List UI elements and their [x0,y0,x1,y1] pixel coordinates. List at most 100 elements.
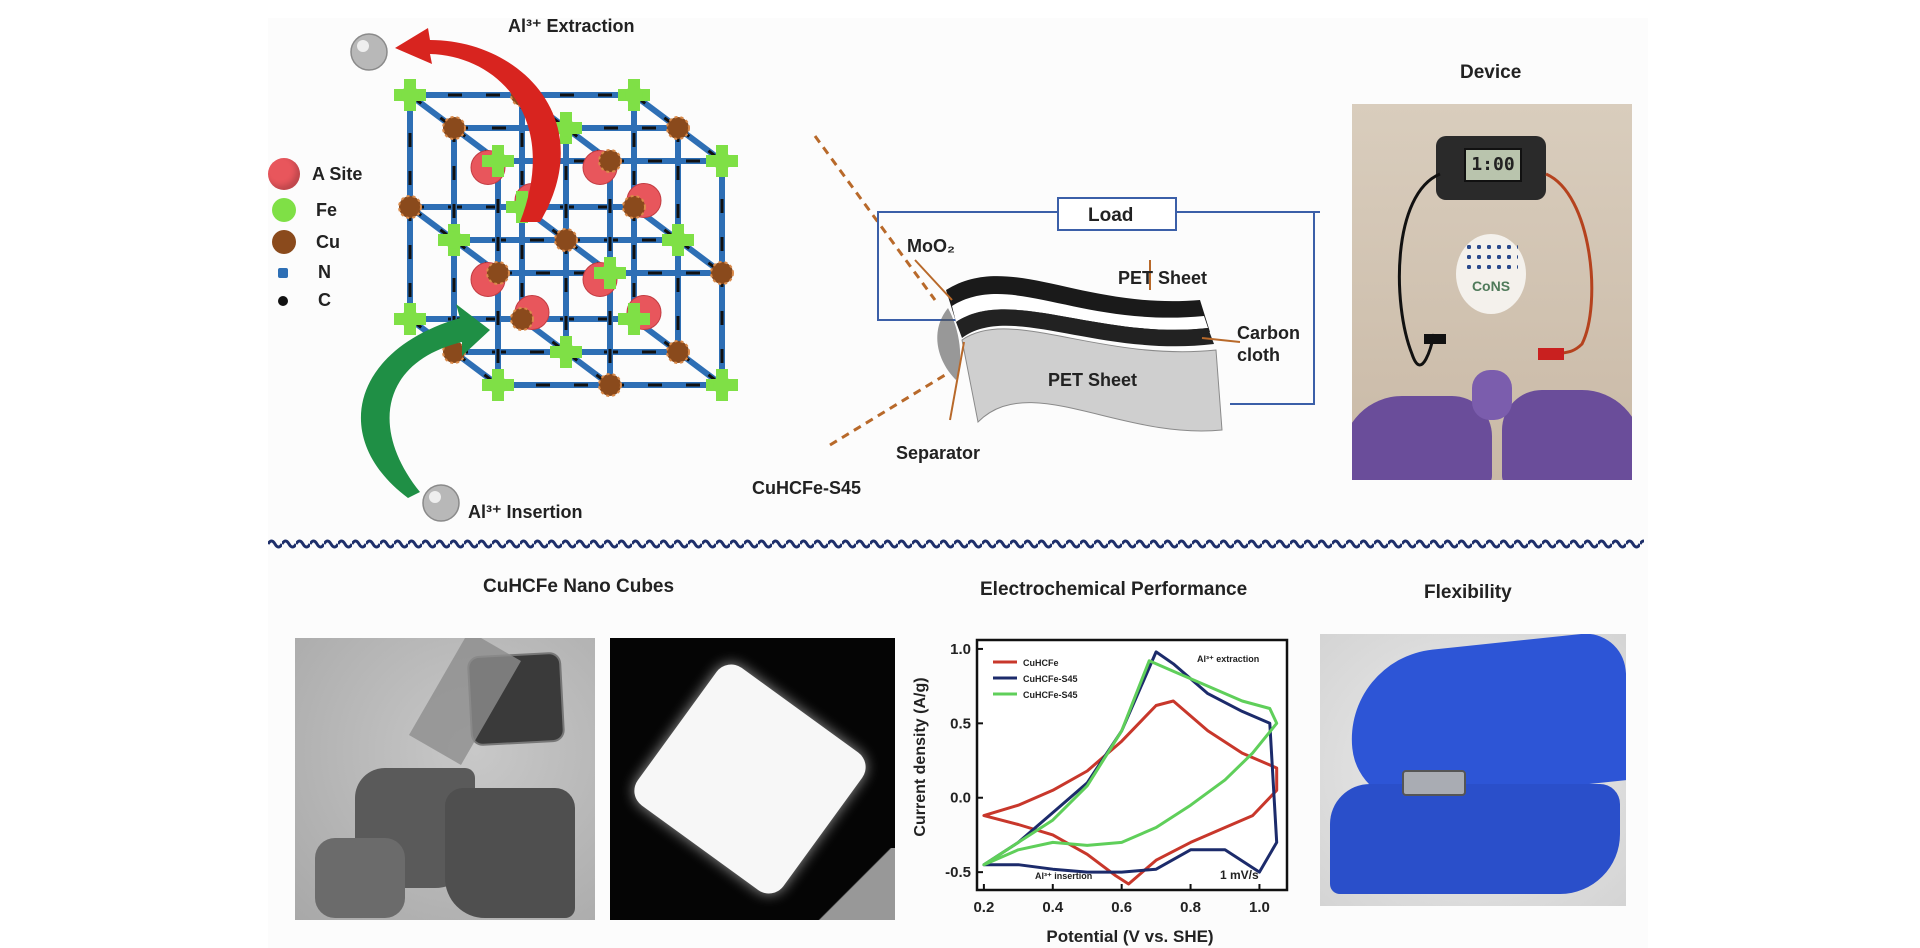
flexible-battery [1402,770,1466,796]
flexibility-photo [1320,634,1626,906]
extraction-arrow-icon [395,28,561,222]
carbon-cloth-label: Carbon cloth [1237,323,1300,365]
device-photo: 1:00 CoNS [1352,104,1632,480]
insertion-label: Al³⁺ Insertion [468,502,583,522]
legend-a-site-label: A Site [312,163,363,184]
perf-title: Electrochemical Performance [980,579,1248,600]
fe-atom-core [713,376,731,394]
battery-schematic [877,197,1320,432]
cv-series [982,650,1279,886]
connector-bottom-dashed [829,373,946,447]
cv-xlabel: Potential (V vs. SHE) [1046,927,1213,946]
pet-sheet-bottom-label: PET Sheet [1048,370,1138,390]
fe-atom-core [625,310,643,328]
connector-top-dashed [813,135,937,301]
cv-annotation-insertion: Al³⁺ insertion [1035,871,1092,881]
lattice-nodes [394,79,738,401]
cv-series-line-0 [982,699,1279,886]
legend-cu: Cu [272,230,340,254]
cv-ytick-label: 1.0 [950,641,971,658]
extracted-ion-icon [350,33,388,71]
fe-atom-core [557,119,575,137]
cu-atom [666,340,690,364]
section-divider [268,538,1644,550]
tem-image-left [295,638,595,920]
flexibility-title: Flexibility [1424,582,1512,603]
legend-n: N [278,262,331,283]
fe-atom-core [489,376,507,394]
c-marker-icon [278,295,288,306]
fe-atom-core [445,231,463,249]
logo-text: CoNS [1471,278,1511,294]
extraction-label: Al³⁺ Extraction [508,16,635,36]
fe-atom-core [489,152,507,170]
inserted-ion-highlight [429,491,441,503]
cu-atom [622,195,646,219]
moo2-pointer [914,259,953,301]
legend-a-site: A Site [268,158,362,190]
n-marker-icon [278,267,288,278]
cv-xtick-label: 0.2 [973,899,994,916]
nano-cubes-title: CuHCFe Nano Cubes [483,576,675,597]
fe-atom-core [401,310,419,328]
fe-atom-core [625,86,643,104]
cv-ytick-label: 0.5 [950,715,971,732]
fe-atom-core [713,152,731,170]
cu-atom [486,261,510,285]
cv-xtick-label: 0.6 [1111,899,1132,916]
load-box [1057,197,1177,231]
separator-layer [956,309,1214,347]
legend-n-label: N [318,262,331,282]
fe-atom-core [557,343,575,361]
logo-badge: CoNS [1456,234,1526,314]
cu-marker-icon [272,230,296,254]
cu-atom [666,116,690,140]
insertion-arrow-icon [360,304,490,498]
timer-display: 1:00 [1464,148,1522,182]
carbon-pointer [1201,337,1241,343]
cv-legend-label: CuHCFe-S45 [1023,674,1078,684]
cv-ytick-label: -0.5 [945,864,971,881]
pet-sheet-bottom-layer [961,328,1223,432]
cu-atom [442,116,466,140]
legend-fe: Fe [272,198,337,222]
cu-atom [598,149,622,173]
tem-image-right [610,638,895,920]
logo-dots-icon [1464,242,1518,272]
separator-label: Separator [896,443,981,463]
inserted-ion-icon [422,484,460,522]
fe-atom-core [669,231,687,249]
cv-ylabel: Current density (A/g) [912,677,929,836]
edge-glow [937,308,961,380]
cv-legend-label: CuHCFe [1023,658,1059,668]
pet-sheet-top-label: PET Sheet [1118,268,1208,288]
cv-series-line-2 [982,659,1279,867]
fe-marker-icon [272,198,296,222]
circuit-wire-return [1230,212,1315,405]
extracted-ion-highlight [357,40,369,52]
cv-xtick-label: 0.4 [1042,899,1064,916]
fe-atom-core [601,264,619,282]
legend-cu-label: Cu [316,231,340,252]
cv-scan-rate: 1 mV/s [1220,868,1259,882]
cv-legend-label: CuHCFe-S45 [1023,690,1078,700]
cu-atom [510,307,534,331]
moo2-layer [952,294,1208,330]
lattice-label: CuHCFe-S45 [752,478,862,498]
gloved-hands [1352,370,1632,480]
cu-atom [554,228,578,252]
load-label: Load [1088,205,1134,226]
separator-pointer [949,341,965,421]
cv-xtick-label: 1.0 [1249,899,1270,916]
cv-annotation-extraction: Al³⁺ extraction [1197,654,1259,664]
cv-xtick-label: 0.8 [1180,899,1201,916]
fe-atom-core [401,86,419,104]
cu-atom [598,373,622,397]
device-wires [1397,172,1594,367]
timer-device: 1:00 [1436,136,1546,200]
glove-top [1342,634,1626,809]
moo2-label: MoO₂ [907,236,955,256]
